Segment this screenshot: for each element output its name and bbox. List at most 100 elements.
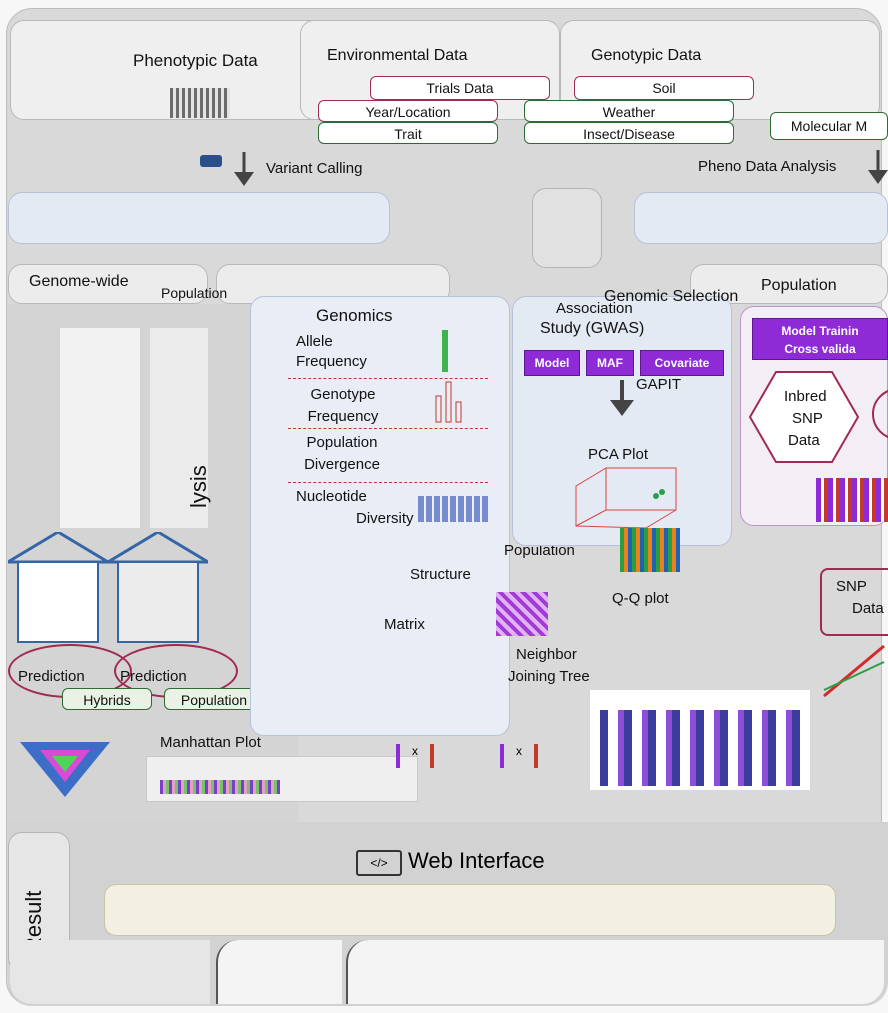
- model-button[interactable]: Model: [524, 350, 580, 376]
- genomics-item-1: Genotype Frequency: [307, 386, 379, 425]
- insect-disease-label: Insect/Disease: [583, 126, 675, 142]
- soil-label: Soil: [652, 80, 676, 96]
- trait-label: Trait: [394, 126, 422, 142]
- gwas-title-1: Association: [556, 300, 633, 317]
- matrix-label: Matrix: [384, 616, 425, 633]
- inbred-snp-hexagon: [748, 371, 860, 463]
- pheno-analysis-arrow: [866, 150, 888, 184]
- snp-label: SNP: [792, 410, 823, 427]
- soil-pill[interactable]: Soil: [574, 76, 754, 100]
- pca-plot: [575, 467, 677, 529]
- divider-2: [288, 428, 488, 429]
- selection-bars: [816, 478, 888, 522]
- allele-bar: [442, 330, 448, 372]
- web-interface-label: Web Interface: [408, 848, 545, 873]
- tab-genome-wide[interactable]: Genome-wide: [8, 264, 208, 304]
- manhattan-points: [160, 780, 280, 794]
- bottom-panel-left: [10, 940, 210, 1004]
- preprocessing-panel: [634, 192, 888, 244]
- model-training-button[interactable]: Model Trainin Cross valida: [752, 318, 888, 360]
- structure-label: Structure: [410, 566, 471, 583]
- results-strip-bars: [600, 710, 800, 786]
- maf-label: MAF: [597, 356, 623, 370]
- maf-button[interactable]: MAF: [586, 350, 634, 376]
- nucleotide-grid: [418, 496, 488, 522]
- parent-house-icon: [8, 532, 208, 643]
- genotype-bars: [435, 381, 462, 423]
- molecular-pill[interactable]: Molecular M: [770, 112, 888, 140]
- left-white-block: [60, 328, 140, 528]
- hybrids-pill[interactable]: Hybrids: [62, 688, 152, 710]
- qq-plot-label: Q-Q plot: [612, 590, 669, 607]
- year-location-pill[interactable]: Year/Location: [318, 100, 498, 122]
- model-training-label: Model Trainin: [781, 324, 859, 338]
- weather-label: Weather: [602, 104, 656, 120]
- cross-icon-1: x: [396, 744, 434, 768]
- hybrids-label: Hybrids: [83, 692, 131, 708]
- tab-environmental-label: Environmental Data: [327, 47, 468, 64]
- genomics-item-3: Nucleotide: [296, 488, 367, 505]
- pheno-analysis-label: Pheno Data Analysis: [698, 158, 837, 175]
- trait-pill[interactable]: Trait: [318, 122, 498, 144]
- gapit-label: GAPIT: [636, 376, 682, 393]
- relationship-matrix: [496, 592, 548, 636]
- neighbor-label: Neighbor: [516, 646, 577, 663]
- tab-genome-wide-label: Genome-wide: [29, 273, 129, 290]
- snp-data-2-label: SNP: [836, 578, 867, 595]
- gwas-panel: [512, 296, 732, 546]
- web-interface-panel: [104, 884, 836, 936]
- analysis-vertical-label: lysis: [186, 465, 211, 508]
- model-label: Model: [534, 356, 570, 370]
- molecular-label: Molecular M: [790, 118, 868, 134]
- population-pill[interactable]: Population: [164, 688, 264, 710]
- bottom-panel-center: [216, 940, 342, 1004]
- gapit-arrow-icon: [610, 380, 634, 416]
- sequencer-icon: [200, 155, 222, 167]
- cross-validation-label: Cross valida: [784, 342, 856, 356]
- phenotype-icon: [170, 88, 230, 118]
- variant-calling-arrow: [232, 152, 256, 186]
- bottom-panel-right: [346, 940, 884, 1004]
- year-location-label: Year/Location: [365, 104, 451, 120]
- model-line-plot: [823, 644, 885, 698]
- manhattan-plot: [146, 756, 418, 802]
- tab-genotypic-label: Genotypic Data: [591, 47, 702, 64]
- web-interface-header: </> Web Interface: [356, 846, 596, 878]
- pca-plot-label: PCA Plot: [588, 446, 649, 463]
- insect-disease-pill[interactable]: Insect/Disease: [524, 122, 734, 144]
- down-arrow-icon: [868, 150, 888, 184]
- trials-data-pill[interactable]: Trials Data: [370, 76, 550, 100]
- divider-1: [288, 378, 488, 379]
- covariate-label: Covariate: [654, 356, 710, 370]
- code-window-icon: </>: [356, 850, 402, 876]
- genomics-item-0: Allele Frequency: [296, 333, 367, 370]
- cross-icon-2: x: [500, 744, 538, 768]
- tab-population-label: Population: [161, 285, 228, 301]
- ld-heatmap: [20, 742, 110, 797]
- genomics-title: Genomics: [316, 306, 393, 325]
- prediction-1-label: Prediction: [18, 668, 85, 685]
- predicted-population-label: Population: [180, 692, 248, 708]
- gwas-title-2: Study (GWAS): [540, 320, 645, 337]
- genomics-item-4: Diversity: [356, 510, 414, 527]
- data-label: Data: [788, 432, 820, 449]
- covariate-button[interactable]: Covariate: [640, 350, 724, 376]
- snp-data-2-hexagon: [820, 568, 888, 636]
- inbred-label: Inbred: [784, 388, 827, 405]
- genomics-item-2: Population Divergence: [304, 434, 380, 473]
- tab-phenotypic-label: Phenotypic Data: [133, 51, 258, 70]
- manhattan-label: Manhattan Plot: [160, 734, 261, 751]
- data-2-label: Data: [852, 600, 884, 617]
- weather-pill[interactable]: Weather: [524, 100, 734, 122]
- variant-calling-label: Variant Calling: [266, 160, 363, 177]
- genomic-selection-title: Genomic Selection: [604, 288, 739, 305]
- left-white-block-2: [150, 328, 208, 528]
- down-arrow-icon: [234, 152, 254, 186]
- tab-right-population-label: Population: [761, 277, 837, 294]
- prediction-2-label: Prediction: [120, 668, 187, 685]
- joining-tree-label: Joining Tree: [508, 668, 590, 685]
- population-structure-label: Population: [504, 542, 575, 559]
- snp-filter-panel: [8, 192, 390, 244]
- trials-data-label: Trials Data: [426, 80, 494, 96]
